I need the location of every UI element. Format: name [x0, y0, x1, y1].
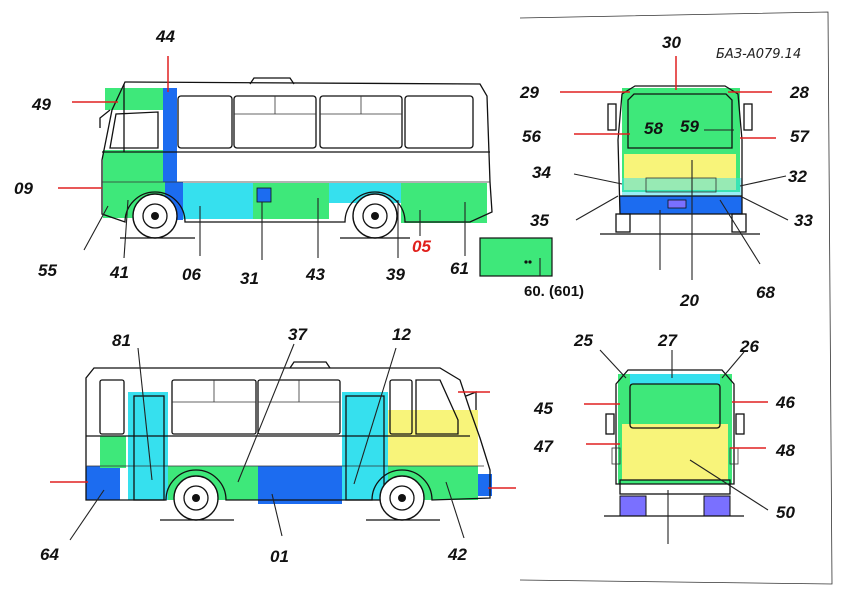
left-side-view — [99, 77, 493, 239]
label-30: 30 — [662, 33, 681, 52]
label-33: 33 — [794, 211, 813, 230]
label-46: 46 — [775, 393, 795, 412]
label-34: 34 — [532, 163, 551, 182]
label-27: 27 — [657, 331, 678, 350]
label-26: 26 — [739, 337, 759, 356]
leaders-left-side — [58, 56, 541, 276]
label-55: 55 — [38, 261, 57, 280]
panel-06 — [183, 183, 253, 219]
label-58: 58 — [644, 119, 663, 138]
panel-50 — [622, 424, 728, 480]
label-05: 05 — [412, 237, 431, 256]
panel-64 — [86, 466, 120, 500]
label-43: 43 — [305, 265, 325, 284]
panel-front-right — [388, 410, 478, 466]
panel-31 — [256, 187, 272, 203]
label-28: 28 — [789, 83, 809, 102]
label-50: 50 — [776, 503, 795, 522]
label-49: 49 — [31, 95, 51, 114]
label-12: 12 — [392, 325, 411, 344]
panel-05 — [401, 183, 435, 223]
panel-front-grille — [622, 178, 742, 196]
label-60: 60. (601) — [524, 283, 584, 300]
front-view — [600, 85, 760, 235]
label-47: 47 — [533, 437, 554, 456]
label-48: 48 — [775, 441, 795, 460]
panel-01 — [258, 466, 342, 504]
label-61: 61 — [450, 259, 469, 278]
rear-view — [604, 369, 745, 517]
label-81: 81 — [112, 331, 131, 350]
panel-60-detail — [479, 237, 553, 277]
leaders-front — [560, 56, 789, 280]
label-44: 44 — [155, 27, 175, 46]
label-41: 41 — [109, 263, 129, 282]
sheet-frame — [519, 11, 833, 585]
label-35: 35 — [530, 211, 549, 230]
panel-12 — [342, 392, 388, 500]
label-31: 31 — [240, 269, 259, 288]
label-32: 32 — [788, 167, 807, 186]
label-06: 06 — [182, 265, 201, 284]
panel-rear-side — [100, 436, 126, 468]
label-56: 56 — [522, 127, 541, 146]
label-68: 68 — [756, 283, 775, 302]
label-09: 09 — [14, 179, 33, 198]
label-37: 37 — [288, 325, 308, 344]
label-20: 20 — [679, 291, 699, 310]
label-42: 42 — [447, 545, 467, 564]
label-57: 57 — [790, 127, 810, 146]
panel-61 — [435, 183, 487, 223]
model-title: БАЗ-А079.14 — [716, 47, 801, 62]
label-39: 39 — [386, 265, 405, 284]
label-01: 01 — [270, 547, 289, 566]
label-25: 25 — [573, 331, 593, 350]
part-number-labels: 44 49 09 55 41 06 31 43 39 05 61 60. (60… — [14, 27, 813, 566]
leaders-right-side — [50, 343, 516, 541]
label-64: 64 — [40, 545, 59, 564]
panel-44 — [163, 88, 177, 182]
right-side-view — [85, 361, 492, 521]
label-29: 29 — [519, 83, 539, 102]
label-59: 59 — [680, 117, 699, 136]
leaders-rear — [584, 349, 769, 544]
label-45: 45 — [533, 399, 553, 418]
